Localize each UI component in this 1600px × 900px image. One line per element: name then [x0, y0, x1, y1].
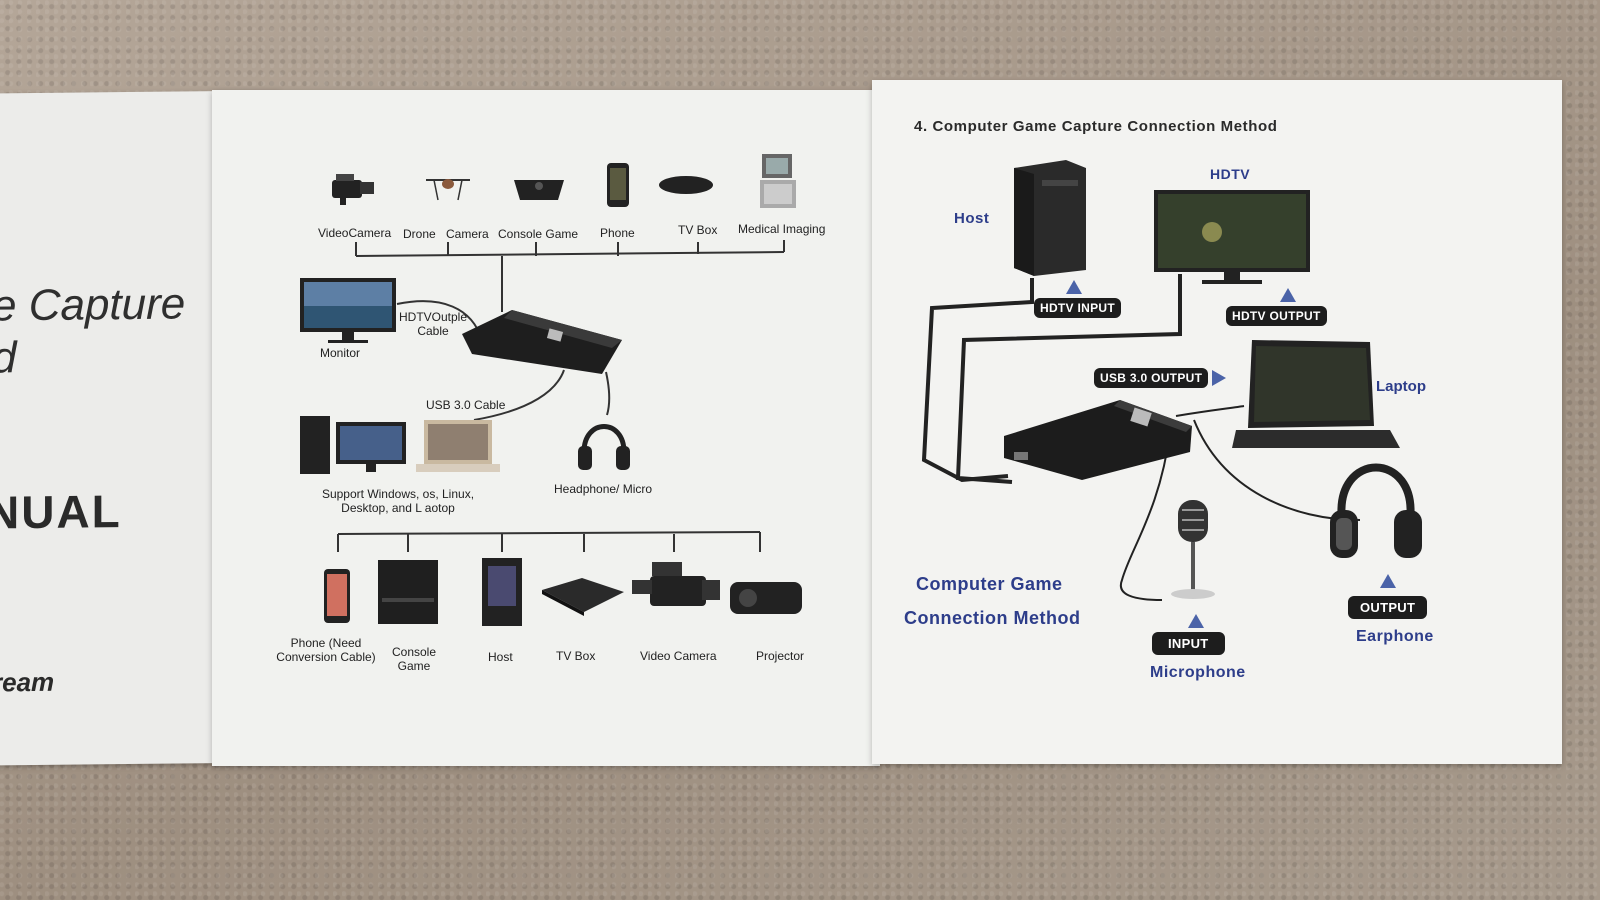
cover-title-line2: d	[0, 333, 17, 383]
tv-box-bottom-icon	[538, 576, 626, 616]
medical-imaging-icon	[758, 152, 798, 210]
right-wiring	[921, 274, 1361, 601]
host-label: Host	[954, 210, 990, 227]
video-camera-icon	[326, 168, 376, 208]
label-hdtv-cable: HDTVOutple Cable	[398, 310, 468, 338]
earphone-label: Earphone	[1356, 628, 1434, 645]
laptop-icon	[416, 418, 500, 474]
phone-bottom-icon	[322, 568, 352, 624]
label-console-game-bottom: Console Game	[391, 645, 437, 673]
console-game-bottom-icon	[374, 558, 442, 626]
middle-wiring	[337, 240, 785, 552]
connection-overview-panel: VideoCamera Drone Camera Console Game Ph…	[212, 90, 880, 766]
headphone-icon	[576, 412, 632, 472]
microphone-icon	[1168, 498, 1218, 602]
drone-icon	[420, 170, 476, 206]
connection-method-title-line2: Connection Method	[904, 608, 1081, 628]
mic-input-badge: INPUT	[1152, 632, 1225, 655]
label-medical-imaging: Medical Imaging	[738, 222, 826, 236]
label-phone-conversion: Phone (Need Conversion Cable)	[276, 636, 376, 664]
desktop-computer-icon	[300, 416, 408, 476]
console-game-icon	[510, 172, 568, 204]
mic-input-arrow-icon	[1188, 614, 1204, 628]
monitor-icon	[298, 276, 398, 344]
label-tv-box-bottom: TV Box	[556, 649, 596, 663]
host-tower-icon	[1010, 158, 1090, 276]
label-video-camera: Video Camera	[640, 649, 717, 663]
label-videocamera: VideoCamera	[318, 226, 392, 240]
cover-brand: ream	[0, 666, 55, 698]
laptop-right-icon	[1232, 336, 1402, 454]
hdtv-output-badge: HDTV OUTPUT	[1226, 306, 1327, 326]
label-headphone: Headphone/ Micro	[554, 482, 653, 496]
label-phone: Phone	[600, 226, 635, 240]
computer-game-capture-panel: 4. Computer Game Capture Connection Meth…	[872, 80, 1562, 764]
section-heading: 4. Computer Game Capture Connection Meth…	[914, 118, 1278, 135]
earphone-output-arrow-icon	[1380, 574, 1396, 588]
usb-output-arrow-icon	[1212, 370, 1226, 386]
phone-icon	[606, 162, 630, 208]
hdtv-input-arrow-icon	[1066, 280, 1082, 294]
label-camera: Camera	[446, 227, 489, 241]
label-drone: Drone	[403, 227, 436, 241]
label-host: Host	[488, 650, 513, 664]
host-pc-icon	[478, 556, 526, 628]
microphone-label: Microphone	[1150, 664, 1246, 681]
label-usb-cable: USB 3.0 Cable	[426, 398, 506, 412]
hdtv-icon	[1152, 188, 1312, 288]
tv-box-icon	[658, 174, 714, 196]
earphone-output-badge: OUTPUT	[1348, 596, 1428, 619]
cover-title-line1: e Capture	[0, 279, 186, 331]
cover-manual-word: NUAL	[0, 485, 122, 539]
label-monitor: Monitor	[320, 346, 361, 360]
video-camera-bottom-icon	[632, 556, 722, 616]
hdtv-input-badge: HDTV INPUT	[1034, 298, 1121, 318]
hdtv-output-arrow-icon	[1280, 288, 1296, 302]
capture-card-right-icon	[1000, 396, 1196, 482]
hdtv-label: HDTV	[1210, 166, 1251, 182]
label-console-game: Console Game	[498, 227, 579, 241]
laptop-label: Laptop	[1376, 378, 1426, 395]
capture-card-icon	[452, 304, 628, 380]
label-tv-box: TV Box	[678, 223, 718, 237]
connection-method-title-line1: Computer Game	[916, 574, 1063, 594]
label-projector: Projector	[756, 649, 805, 663]
label-os-support: Support Windows, os, Linux, Desktop, and…	[321, 487, 475, 515]
projector-icon	[728, 574, 804, 618]
usb-output-badge: USB 3.0 OUTPUT	[1094, 368, 1209, 388]
earphone-icon	[1324, 450, 1428, 562]
